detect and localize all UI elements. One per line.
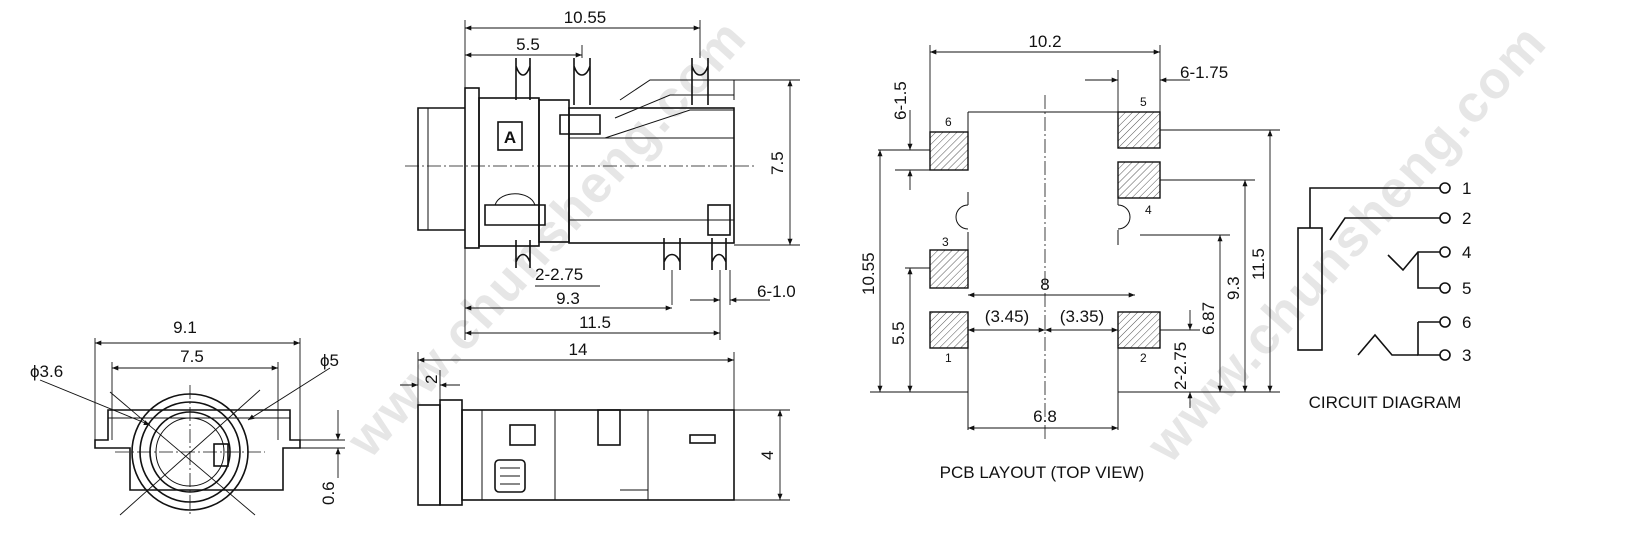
side-view: 14 2 4 bbox=[400, 340, 790, 506]
dim-pcb-345: (3.45) bbox=[985, 307, 1029, 326]
dim-pcb-pad-len: 6-1.75 bbox=[1180, 63, 1228, 82]
pad-4 bbox=[1117, 161, 1161, 199]
pad-label-3: 3 bbox=[942, 235, 949, 249]
dim-pcb-93: 9.3 bbox=[1224, 276, 1243, 300]
dim-top-93: 9.3 bbox=[556, 289, 580, 308]
dim-pcb-center: 8 bbox=[1040, 275, 1049, 294]
front-view: 9.1 7.5 ϕ3.6 ϕ5 0.6 bbox=[30, 318, 345, 516]
circuit-pin-6-label: 6 bbox=[1462, 313, 1471, 332]
pad-1 bbox=[929, 311, 969, 349]
dim-hole-large: ϕ5 bbox=[320, 351, 339, 370]
dim-pcb-115: 11.5 bbox=[1249, 248, 1268, 280]
circuit-pin-2-icon bbox=[1439, 212, 1451, 224]
circuit-pin-3-label: 3 bbox=[1462, 346, 1471, 365]
pad-label-2: 2 bbox=[1140, 351, 1147, 365]
pad-label-1: 1 bbox=[945, 351, 952, 365]
circuit-pin-5-label: 5 bbox=[1462, 279, 1471, 298]
circuit-caption: CIRCUIT DIAGRAM bbox=[1309, 393, 1462, 412]
dim-side-length: 14 bbox=[569, 340, 588, 359]
dim-pcb-left-low: 5.5 bbox=[889, 321, 908, 345]
pcb-caption: PCB LAYOUT (TOP VIEW) bbox=[940, 463, 1145, 482]
circuit-pin-1-icon bbox=[1439, 182, 1451, 194]
dim-tab-thickness: 0.6 bbox=[319, 481, 338, 505]
circuit-pin-1-label: 1 bbox=[1462, 179, 1471, 198]
pad-label-6: 6 bbox=[945, 115, 952, 129]
dim-top-height: 7.5 bbox=[768, 151, 787, 175]
dim-side-height: 4 bbox=[758, 451, 777, 460]
dim-pcb-top: 10.2 bbox=[1028, 32, 1061, 51]
pad-5 bbox=[1117, 111, 1161, 149]
watermark-text-1: www.chunsheng.com bbox=[335, 8, 758, 469]
dim-top-overall: 10.55 bbox=[564, 8, 607, 27]
pad-label-5: 5 bbox=[1140, 95, 1147, 109]
dim-top-115: 11.5 bbox=[579, 313, 611, 332]
pad-label-4: 4 bbox=[1145, 203, 1152, 217]
top-marking: A bbox=[504, 128, 516, 147]
dim-pcb-left: 10.55 bbox=[859, 252, 878, 295]
dim-top-pin-width: 6-1.0 bbox=[757, 282, 796, 301]
circuit-pin-3-icon bbox=[1439, 349, 1451, 361]
dim-pcb-687: 6.87 bbox=[1199, 302, 1218, 335]
circuit-pin-4-icon bbox=[1439, 246, 1451, 258]
circuit-pin-5-icon bbox=[1439, 282, 1451, 294]
circuit-pin-2-label: 2 bbox=[1462, 209, 1471, 228]
dim-pcb-335: (3.35) bbox=[1060, 307, 1104, 326]
dim-pcb-bottom: 6.8 bbox=[1033, 407, 1057, 426]
circuit-diagram: 1 2 4 5 6 3 CIRCUIT DIAGRAM bbox=[1297, 179, 1471, 412]
circuit-pin-4-label: 4 bbox=[1462, 243, 1471, 262]
pad-3 bbox=[929, 249, 969, 289]
dim-pcb-pad-width: 6-1.5 bbox=[891, 81, 910, 120]
pcb-layout: 6 5 4 3 1 2 10.2 6-1.75 6-1.5 10.55 5.5 … bbox=[859, 32, 1280, 482]
top-view: A 10.55 5.5 7.5 bbox=[405, 8, 800, 340]
pad-2 bbox=[1117, 311, 1161, 349]
dim-top-pin-pair: 2-2.75 bbox=[535, 265, 583, 284]
circuit-pin-6-icon bbox=[1439, 316, 1451, 328]
pad-6 bbox=[929, 131, 969, 171]
dim-side-flange: 2 bbox=[422, 375, 441, 384]
dim-hole-small: ϕ3.6 bbox=[30, 362, 63, 381]
dim-pcb-275: 2-2.75 bbox=[1171, 342, 1190, 390]
dim-top-pitch: 5.5 bbox=[516, 35, 540, 54]
dim-front-inner: 7.5 bbox=[180, 347, 204, 366]
dim-front-width: 9.1 bbox=[173, 318, 197, 337]
